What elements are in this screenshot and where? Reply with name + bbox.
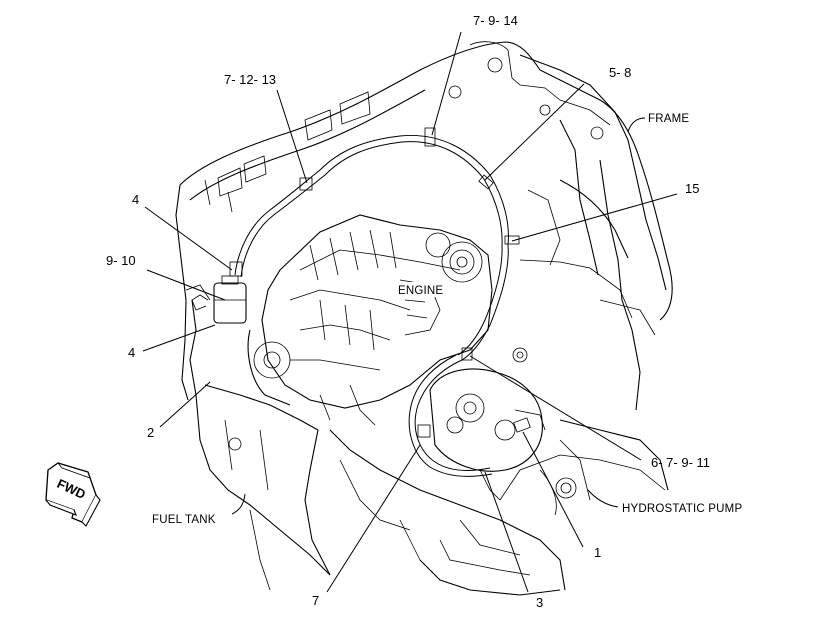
machine-frame-outline [175, 41, 673, 411]
leader-lines [142, 31, 678, 593]
fuel-lines [191, 127, 520, 477]
callout-9-10: 9- 10 [106, 253, 136, 268]
label-engine: ENGINE [398, 285, 443, 297]
callout-7: 7 [312, 593, 319, 608]
callout-7-12-13: 7- 12- 13 [224, 72, 276, 87]
fuel-filter [213, 282, 247, 324]
hydrostatic-pump [429, 368, 546, 472]
callout-1: 1 [594, 545, 601, 560]
forward-arrow-icon: FWD [45, 462, 101, 527]
fuel-tank-outline [195, 384, 331, 591]
callout-15: 15 [685, 181, 699, 196]
callout-5-8: 5- 8 [609, 65, 631, 80]
hose-clamp-top [424, 127, 436, 147]
callout-6-7-9-11: 6- 7- 9- 11 [651, 455, 710, 470]
callout-4-top: 4 [132, 192, 139, 207]
label-frame: FRAME [648, 113, 689, 125]
callout-3: 3 [536, 595, 543, 610]
lower-chassis-outline [329, 347, 669, 596]
label-fuel-tank: FUEL TANK [152, 514, 216, 526]
callout-4-bottom: 4 [128, 345, 135, 360]
label-hydrostatic-pump: HYDROSTATIC PUMP [622, 503, 742, 515]
callout-7-9-14: 7- 9- 14 [473, 13, 518, 28]
callout-2: 2 [147, 425, 154, 440]
engine-block [247, 214, 493, 426]
